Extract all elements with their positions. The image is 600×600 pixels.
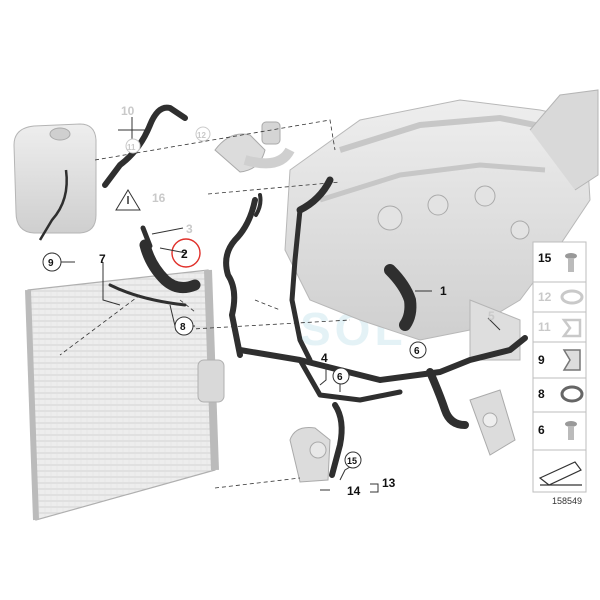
highlight-circle: [171, 238, 201, 268]
legend-item-9: 9: [538, 353, 545, 367]
callout-3: 3: [186, 222, 193, 236]
callout-16: 16: [152, 191, 166, 205]
reference-number: 158549: [552, 496, 582, 506]
callout-8-circle: [174, 316, 194, 336]
callout-4: 4: [321, 351, 328, 365]
callout-8: 8: [180, 322, 186, 333]
clamp-icon: [560, 385, 584, 403]
legend-item-15: 15: [538, 251, 552, 265]
tool-arrow-icon: [538, 461, 582, 486]
parts-legend: 15 12 11 9 8 6: [532, 241, 587, 493]
callout-9: 9: [48, 258, 54, 269]
callout-11-circle: [125, 138, 141, 154]
thermostat-housing: [214, 121, 295, 173]
auxiliary-water-pump: [289, 427, 331, 483]
callout-9-circle: [42, 252, 62, 272]
callout-15-circle: [344, 451, 362, 469]
callout-15: 15: [347, 456, 357, 466]
callout-6b: 6: [337, 372, 343, 383]
dashed-guide-lines: [59, 119, 351, 489]
legend-item-6: 6: [538, 423, 545, 437]
bracket-right: [469, 389, 516, 456]
callout-12: 12: [197, 131, 206, 140]
callout-11: 11: [127, 143, 136, 152]
warning-icon: [115, 189, 141, 211]
radiator: [25, 269, 225, 521]
screw-icon: [565, 421, 577, 440]
clamp-icon: [560, 289, 584, 305]
expansion-tank: [13, 123, 97, 241]
callout-6b-circle: [332, 367, 350, 385]
bolt-icon: [565, 253, 577, 272]
callout-6a-circle: [409, 341, 427, 359]
callout-1: 1: [440, 284, 447, 298]
legend-item-8: 8: [538, 387, 545, 401]
callout-5: 5: [488, 309, 495, 323]
callout-10: 10: [121, 104, 135, 118]
callout-14: 14: [347, 484, 361, 498]
callouts: 1 2 3 4 5 6 6 7 8 9 10 11 12 13 14 15 16: [42, 104, 495, 498]
clip-icon: [561, 318, 582, 338]
legend-item-11: 11: [538, 320, 551, 334]
callout-12-circle: [195, 126, 211, 142]
legend-item-12: 12: [538, 290, 552, 304]
callout-6a: 6: [414, 346, 420, 357]
callout-13: 13: [382, 476, 396, 490]
callout-2: 2: [181, 247, 188, 261]
clip-icon: [562, 349, 581, 371]
callout-7: 7: [99, 252, 106, 266]
